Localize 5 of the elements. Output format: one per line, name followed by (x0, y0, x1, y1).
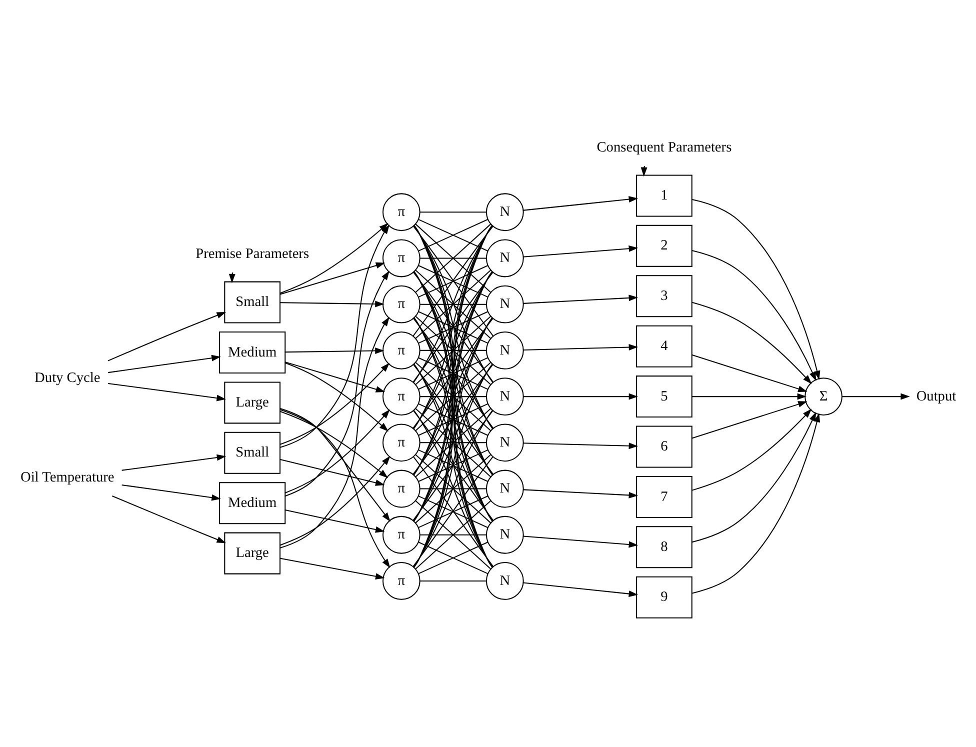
node-text: Premise Parameters (195, 246, 309, 262)
node-text: Consequent Parameters (596, 139, 732, 156)
node-text: Oil Temperature (20, 469, 114, 486)
node-text: Output (916, 388, 956, 404)
node-text: Duty Cycle (34, 370, 100, 386)
